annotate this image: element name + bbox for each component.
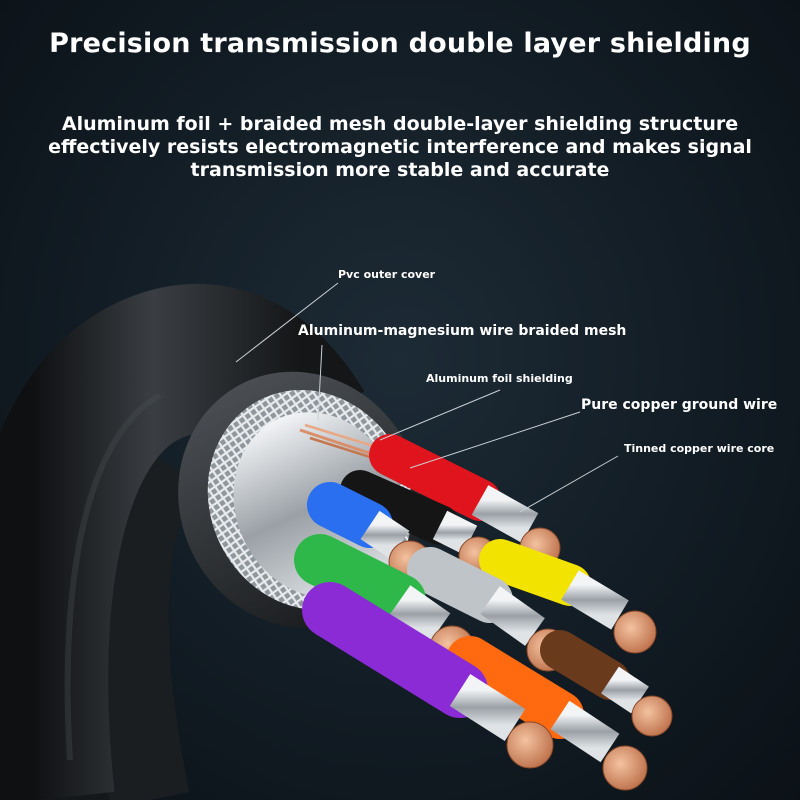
callout-line-ground bbox=[409, 411, 581, 469]
wire-yellow bbox=[479, 539, 657, 654]
wire-purple bbox=[302, 582, 554, 769]
wire-brown bbox=[540, 630, 673, 737]
label-copper-ground-wire: Pure copper ground wire bbox=[581, 397, 778, 413]
callout-line-foil bbox=[379, 389, 501, 441]
label-aluminum-foil: Aluminum foil shielding bbox=[426, 372, 573, 385]
label-pvc-outer-cover: Pvc outer cover bbox=[338, 268, 436, 281]
callout-line-core bbox=[519, 455, 619, 513]
cable-jacket-loop bbox=[0, 283, 365, 800]
page-title: Precision transmission double layer shie… bbox=[49, 28, 751, 59]
page-description: Aluminum foil + braided mesh double-laye… bbox=[48, 113, 752, 181]
wire-orange bbox=[446, 636, 648, 791]
label-tinned-copper-core: Tinned copper wire core bbox=[624, 442, 775, 455]
label-braided-mesh: Aluminum-magnesium wire braided mesh bbox=[298, 323, 627, 339]
callout-line-pvc bbox=[235, 282, 339, 363]
callout-line-mesh bbox=[317, 344, 323, 421]
